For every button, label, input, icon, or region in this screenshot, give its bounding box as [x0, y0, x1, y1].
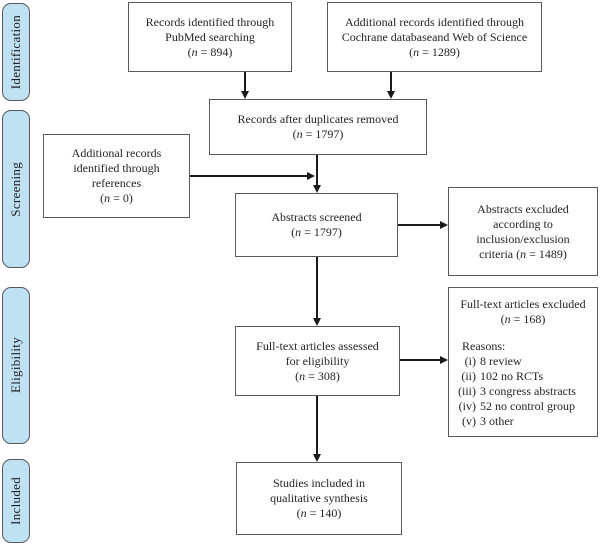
reason-numeral: (i)	[464, 354, 476, 368]
box-line: PubMed searching	[165, 29, 255, 44]
box-records-pubmed: Records identified through PubMed search…	[128, 2, 292, 72]
box-records-cochrane: Additional records identified through Co…	[327, 2, 542, 72]
reason-text: 52 no control group	[480, 399, 575, 413]
box-line: qualitative synthesis	[270, 491, 368, 505]
box-n-count: criteria (n = 1489)	[479, 246, 567, 261]
reason-text: 102 no RCTs	[480, 369, 544, 383]
reason-item: (i) 8 review	[449, 354, 597, 369]
box-n-count: (n = 308)	[295, 368, 340, 383]
arrowhead-right-icon	[307, 172, 315, 180]
reason-text: 8 review	[480, 354, 522, 368]
arrow-line	[244, 72, 246, 92]
stage-included-label: Included	[8, 477, 23, 525]
stage-included: Included	[2, 459, 30, 543]
box-n-count: (n = 1797)	[292, 127, 344, 141]
arrowhead-right-icon	[440, 221, 448, 229]
arrow-line	[190, 175, 308, 177]
box-abstracts-screened: Abstracts screened (n = 1797)	[235, 193, 398, 257]
arrow-line	[316, 396, 318, 454]
stage-eligibility: Eligibility	[2, 287, 30, 444]
reason-item: (v) 3 other	[449, 414, 597, 429]
box-fulltext-assessed: Full-text articles assessed for eligibil…	[235, 326, 400, 396]
box-n-count: (n = 1289)	[409, 44, 460, 59]
reason-numeral: (ii)	[461, 369, 476, 383]
box-studies-included: Studies included in qualitative synthesi…	[236, 462, 402, 535]
box-n-count: (n = 168)	[500, 312, 546, 326]
box-line: Abstracts screened	[271, 210, 362, 224]
box-abstracts-excluded: Abstracts excluded according to inclusio…	[448, 187, 598, 276]
reason-numeral: (iv)	[458, 399, 476, 413]
box-additional-references: Additional records identified through re…	[43, 134, 190, 218]
box-line: Studies included in	[273, 476, 365, 490]
arrow-line	[398, 224, 440, 226]
arrowhead-down-icon	[313, 185, 321, 193]
box-line: Additional records identified through	[345, 14, 524, 29]
exclusion-reasons-list: Reasons: (i) 8 review (ii) 102 no RCTs (…	[449, 339, 597, 429]
reason-numeral: (v)	[462, 414, 476, 428]
reason-item: (iii) 3 congress abstracts	[449, 384, 597, 399]
arrowhead-down-icon	[241, 91, 249, 99]
box-line: inclusion/exclusion	[476, 231, 570, 246]
reason-item: (iv) 52 no control group	[449, 399, 597, 414]
box-line: Abstracts excluded	[477, 201, 569, 216]
box-line: Full-text articles assessed	[256, 338, 379, 353]
arrow-line	[316, 155, 318, 186]
box-line: references	[91, 176, 142, 190]
stage-identification: Identification	[2, 3, 30, 101]
box-n-count: (n = 894)	[187, 44, 233, 59]
reason-numeral: (iii)	[458, 384, 476, 398]
box-n-count: (n = 1797)	[291, 225, 342, 239]
box-line: Full-text articles excluded	[460, 297, 586, 311]
box-duplicates-removed: Records after duplicates removed (n = 17…	[209, 99, 427, 155]
reason-text: 3 other	[480, 414, 514, 428]
arrowhead-right-icon	[440, 356, 448, 364]
stage-identification-label: Identification	[8, 14, 23, 90]
reason-item: (ii) 102 no RCTs	[449, 369, 597, 384]
reasons-title: Reasons:	[462, 339, 506, 353]
box-line: according to	[493, 216, 553, 231]
stage-screening-label: Screening	[8, 161, 23, 217]
box-line: Records identified through	[145, 14, 275, 29]
box-line: Additional records	[71, 146, 162, 160]
stage-eligibility-label: Eligibility	[8, 337, 23, 394]
reason-text: 3 congress abstracts	[480, 384, 576, 398]
arrow-line	[390, 72, 392, 92]
arrowhead-down-icon	[313, 318, 321, 326]
box-line: Records after duplicates removed	[237, 112, 399, 126]
arrowhead-down-icon	[387, 91, 395, 99]
arrow-line	[316, 257, 318, 318]
box-line: for eligibility	[285, 353, 350, 368]
box-line: Cochrane databaseand Web of Science	[341, 29, 528, 44]
box-n-count: (n = 140)	[296, 506, 342, 520]
arrow-line	[400, 359, 440, 361]
stage-screening: Screening	[2, 110, 30, 268]
arrowhead-down-icon	[313, 454, 321, 462]
box-line: identified through	[73, 161, 160, 175]
box-fulltext-excluded: Full-text articles excluded (n = 168) Re…	[448, 287, 598, 437]
box-n-count: (n = 0)	[100, 191, 133, 205]
